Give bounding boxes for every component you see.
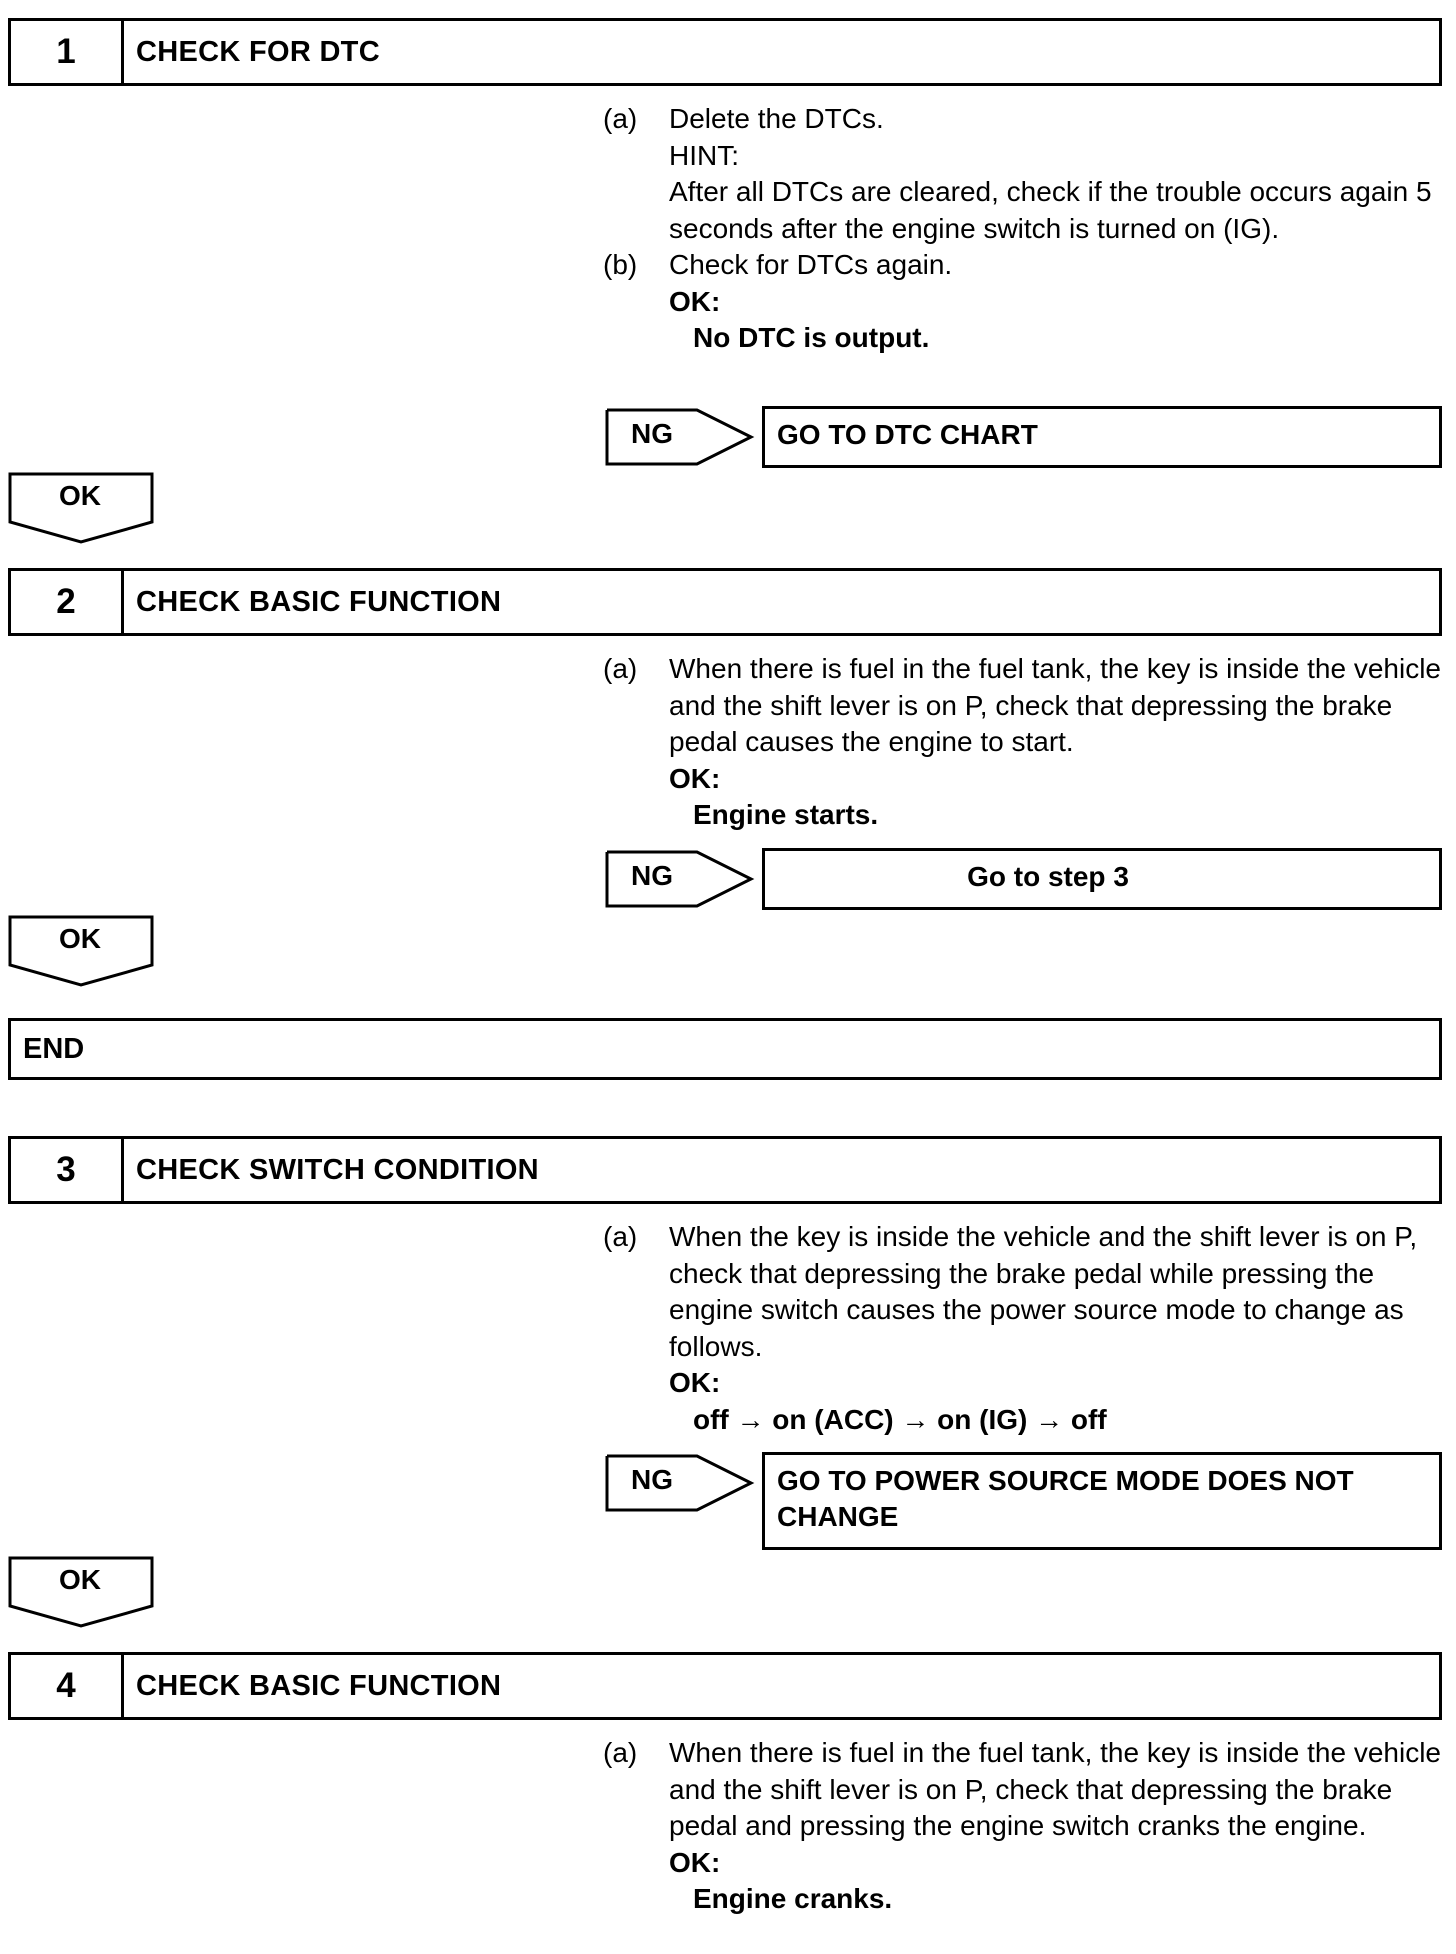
ok-arrow-label: OK [59,1564,101,1595]
ok-branch-arrow: OK [8,472,156,544]
step-4-instructions: (a) When there is fuel in the fuel tank,… [603,1735,1443,1918]
ok-criteria-value: No DTC is output. [693,322,930,353]
ng-label: NG [631,418,673,449]
ng-branch-arrow: NG [605,1454,755,1512]
item-label: (a) [603,1221,638,1252]
ok-criteria-value: Engine starts. [693,799,879,830]
ok-arrow-shape [8,915,154,987]
ok-criteria-label: OK: [669,1846,721,1878]
ok-branch-arrow: OK [8,1556,156,1628]
ok-branch-arrow: OK [8,915,156,987]
ng-label: NG [631,860,673,891]
instruction-line: When there is fuel in the fuel tank, the… [669,653,1441,757]
ng-arrow-shape [605,408,755,466]
step-3-header: 3 CHECK SWITCH CONDITION [8,1136,1442,1204]
step-2-instructions: (a) When there is fuel in the fuel tank,… [603,651,1443,834]
ng-target-box: Go to step 3 [762,848,1442,910]
ng-arrow-shape [605,850,755,908]
ng-branch-arrow: NG [605,850,755,908]
ng-label: NG [631,1464,673,1495]
instruction-line: When the key is inside the vehicle and t… [669,1221,1418,1362]
end-box: END [8,1018,1442,1080]
ok-arrow-shape [8,1556,154,1628]
step-2-header: 2 CHECK BASIC FUNCTION [8,568,1442,636]
step-4-header: 4 CHECK BASIC FUNCTION [8,1652,1442,1720]
hint-label: HINT: [669,139,739,171]
instruction-line: Check for DTCs again. [669,249,953,280]
instruction-line: When there is fuel in the fuel tank, the… [669,1737,1441,1841]
hint-text: After all DTCs are cleared, check if the… [669,176,1432,244]
ok-criteria-label: OK: [669,285,721,317]
step-number: 2 [11,571,124,633]
instruction-item: (a) When the key is inside the vehicle a… [603,1219,1443,1438]
step-number: 1 [11,21,124,83]
ok-criteria-label: OK: [669,762,721,794]
instruction-item: (b) Check for DTCs again. OK: No DTC is … [603,247,1443,357]
ok-criteria-label: OK: [669,1367,721,1398]
step-1-header: 1 CHECK FOR DTC [8,18,1442,86]
step-title: CHECK BASIC FUNCTION [136,585,502,618]
ok-arrow-label: OK [59,923,101,954]
ng-branch-arrow: NG [605,408,755,466]
instruction-line: Delete the DTCs. [669,103,884,134]
item-label: (a) [603,103,638,134]
item-label: (a) [603,1737,638,1768]
instruction-item: (a) Delete the DTCs. HINT: After all DTC… [603,101,1443,247]
ok-criteria-value: Engine cranks. [693,1883,893,1914]
step-title: CHECK FOR DTC [136,35,380,68]
ok-arrow-shape [8,472,154,544]
instruction-item: (a) When there is fuel in the fuel tank,… [603,651,1443,834]
step-title: CHECK BASIC FUNCTION [136,1669,502,1702]
ok-criteria-value: off → on (ACC) → on (IG) → off [693,1403,1107,1435]
step-3-instructions: (a) When the key is inside the vehicle a… [603,1219,1443,1438]
ok-arrow-label: OK [59,480,101,511]
step-title: CHECK SWITCH CONDITION [136,1153,539,1186]
instruction-item: (a) When there is fuel in the fuel tank,… [603,1735,1443,1918]
step-number: 3 [11,1139,124,1201]
ng-target-box: GO TO POWER SOURCE MODE DOES NOT CHANGE [762,1452,1442,1550]
ng-arrow-shape [605,1454,755,1512]
step-1-instructions: (a) Delete the DTCs. HINT: After all DTC… [603,101,1443,357]
step-number: 4 [11,1655,124,1717]
item-label: (b) [603,249,638,280]
ng-target-box: GO TO DTC CHART [762,406,1442,468]
item-label: (a) [603,653,638,684]
